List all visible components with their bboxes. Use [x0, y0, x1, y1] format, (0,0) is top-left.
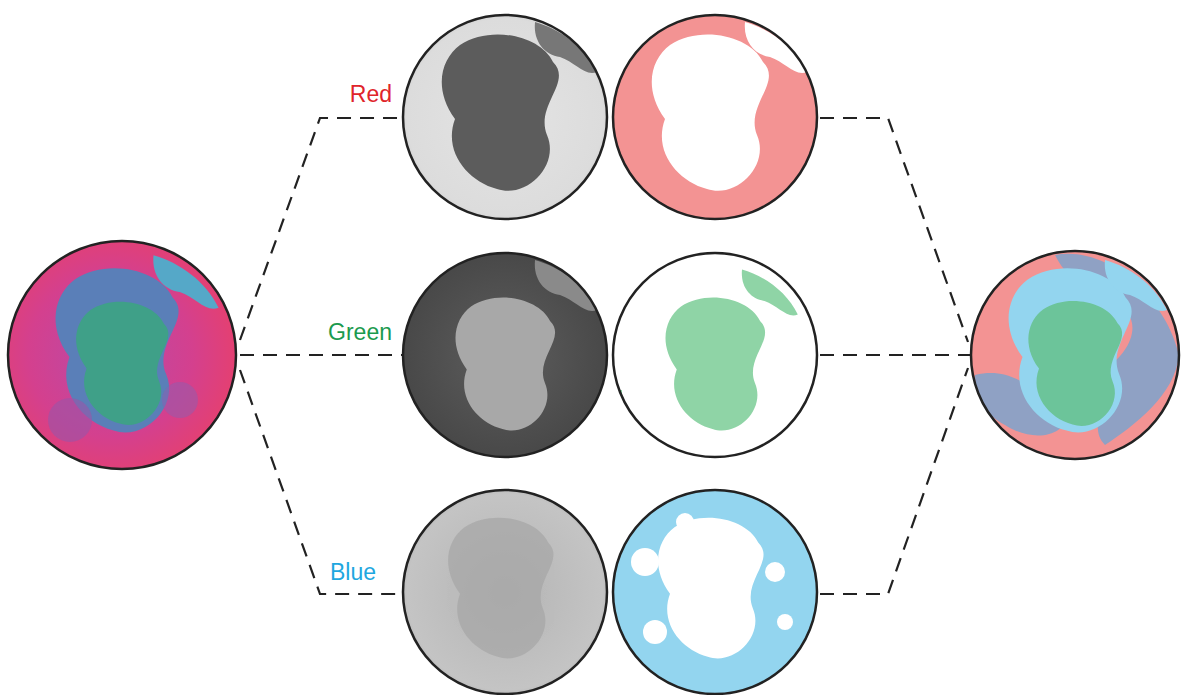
channel-label: Green: [328, 321, 392, 344]
channel-label: Blue: [330, 561, 376, 584]
channel-label: Red: [350, 83, 392, 106]
